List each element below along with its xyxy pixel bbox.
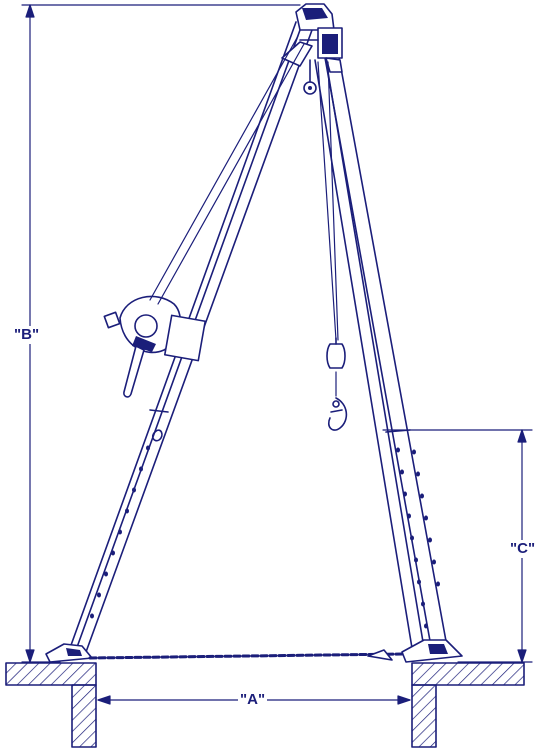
ground-section <box>5 662 525 748</box>
left-leg-holes <box>90 445 150 619</box>
right-foot <box>401 639 463 663</box>
right-leg-front <box>319 29 449 653</box>
dimension-b-label: "B" <box>12 326 42 344</box>
right-leg-holes <box>396 447 440 629</box>
tripod-head <box>281 3 343 95</box>
left-foot <box>45 643 93 663</box>
left-leg-pin <box>151 429 163 442</box>
winch <box>103 295 207 362</box>
dimension-c-label: "C" <box>508 540 538 558</box>
chain <box>88 649 406 661</box>
cable-weight <box>326 337 346 369</box>
snap-hook <box>327 397 348 431</box>
winch-handle <box>123 345 145 398</box>
dimension-a-label: "A" <box>238 691 268 709</box>
cable <box>149 35 339 397</box>
